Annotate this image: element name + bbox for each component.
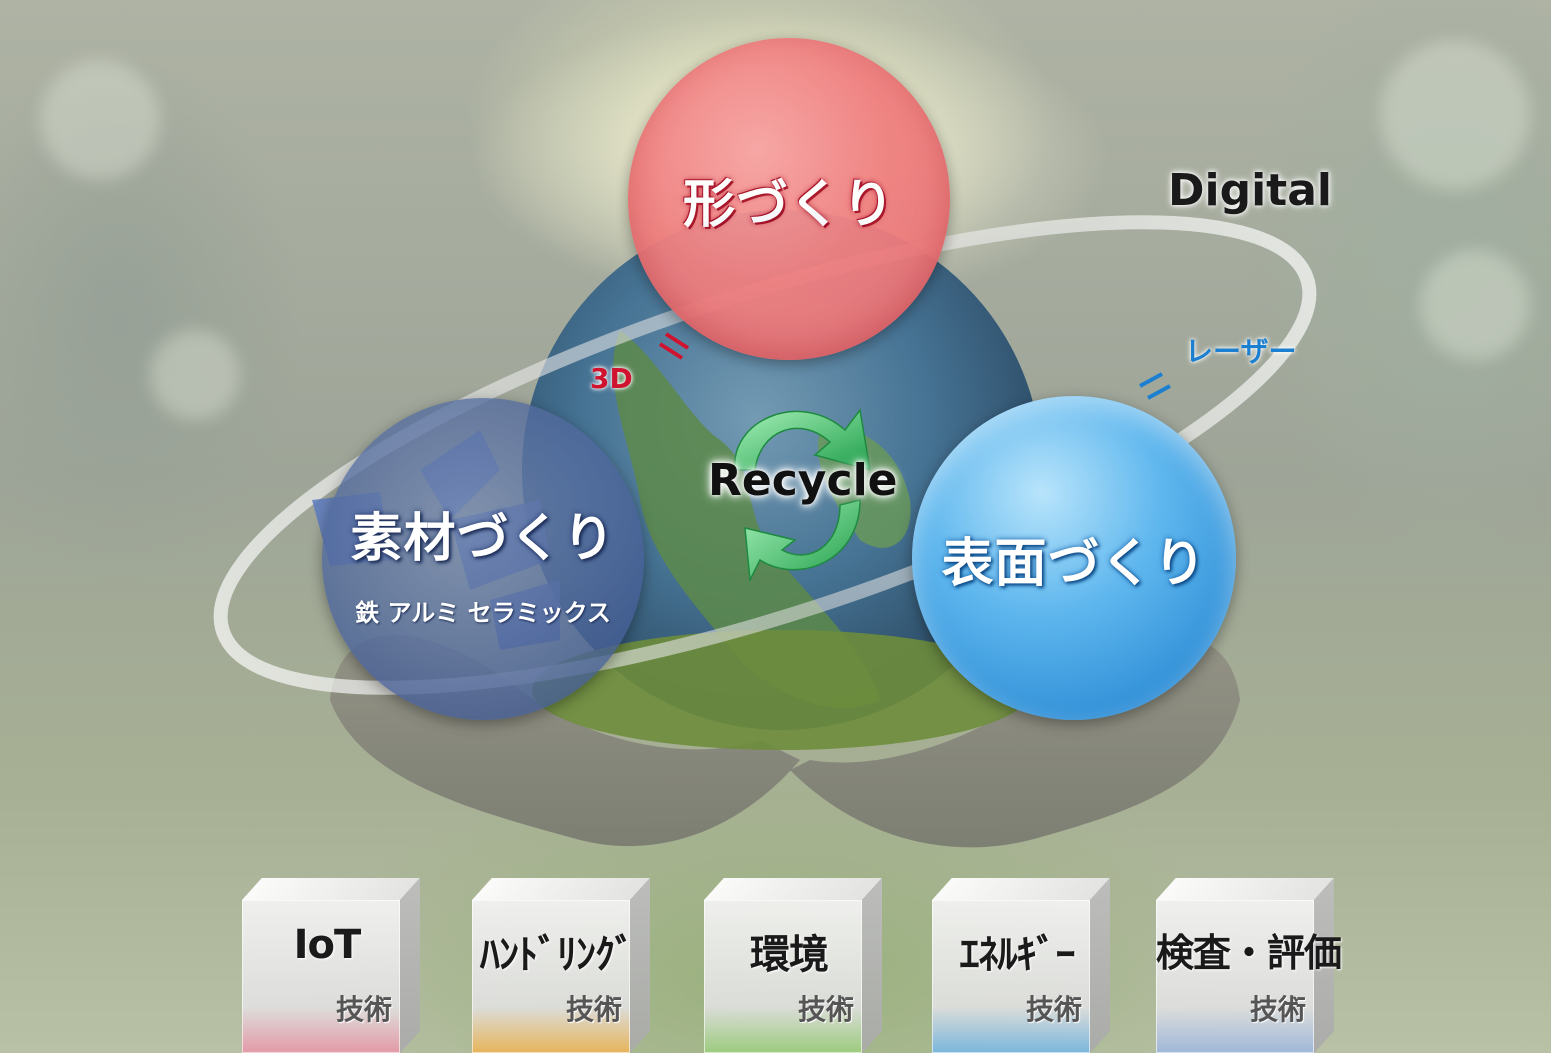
tech-suffix: 技術: [1025, 993, 1082, 1026]
box-face: [704, 900, 862, 1053]
grass: [532, 630, 1032, 750]
tech-box-iot: IoT 技術: [242, 878, 420, 1053]
material-making-circle: 素材づくり 鉄 アルミ セラミックス: [322, 398, 644, 720]
shape-making-title: 形づくり: [682, 174, 895, 235]
box-face: [932, 900, 1090, 1053]
bokeh-light: [150, 330, 240, 420]
three-d-mark-icon: [658, 332, 690, 360]
recycle-arrow-icon: [734, 408, 871, 583]
material-making-title: 素材づくり: [350, 509, 616, 569]
tech-box-energy: ｴﾈﾙｷﾞｰ 技術: [932, 878, 1110, 1053]
recycle-label: Recycle: [708, 455, 898, 506]
box-top: [1156, 878, 1334, 900]
tech-name: ﾊﾝﾄﾞﾘﾝｸﾞ: [480, 932, 635, 978]
bokeh-light: [1420, 250, 1530, 360]
tech-box-handling: ﾊﾝﾄﾞﾘﾝｸﾞ 技術: [472, 878, 650, 1053]
tech-suffix: 技術: [335, 993, 392, 1026]
box-side: [1090, 878, 1110, 1053]
tech-box-environment: 環境 技術: [704, 878, 882, 1053]
tech-suffix: 技術: [1249, 993, 1306, 1026]
digital-label: Digital: [1168, 165, 1332, 216]
tech-suffix: 技術: [797, 993, 854, 1026]
laser-label: レーザー: [1185, 335, 1297, 368]
tech-name: 検査・評価: [1156, 931, 1342, 975]
surface-making-circle: 表面づくり: [912, 396, 1236, 720]
tech-box-inspection: 検査・評価 技術: [1156, 878, 1342, 1053]
bokeh-light: [1380, 40, 1530, 190]
surface-making-title: 表面づくり: [941, 533, 1207, 594]
three-d-label: 3D: [590, 362, 633, 395]
box-face: [472, 900, 630, 1053]
shape-making-circle: 形づくり: [628, 38, 950, 360]
tech-suffix: 技術: [565, 993, 622, 1026]
box-top: [704, 878, 882, 900]
tech-name: 環境: [750, 932, 829, 978]
box-top: [472, 878, 650, 900]
material-making-subtitle: 鉄 アルミ セラミックス: [355, 599, 611, 627]
bokeh-light: [40, 60, 160, 180]
box-side: [862, 878, 882, 1053]
box-top: [932, 878, 1110, 900]
tech-name: IoT: [293, 922, 362, 968]
box-side: [400, 878, 420, 1053]
box-face: [242, 900, 400, 1053]
box-side: [1314, 878, 1334, 1053]
box-side: [630, 878, 650, 1053]
tech-name: ｴﾈﾙｷﾞｰ: [959, 932, 1076, 978]
box-top: [242, 878, 420, 900]
box-face: [1156, 900, 1314, 1053]
laser-mark-icon: [1139, 372, 1171, 400]
earth-globe: [522, 210, 1042, 730]
